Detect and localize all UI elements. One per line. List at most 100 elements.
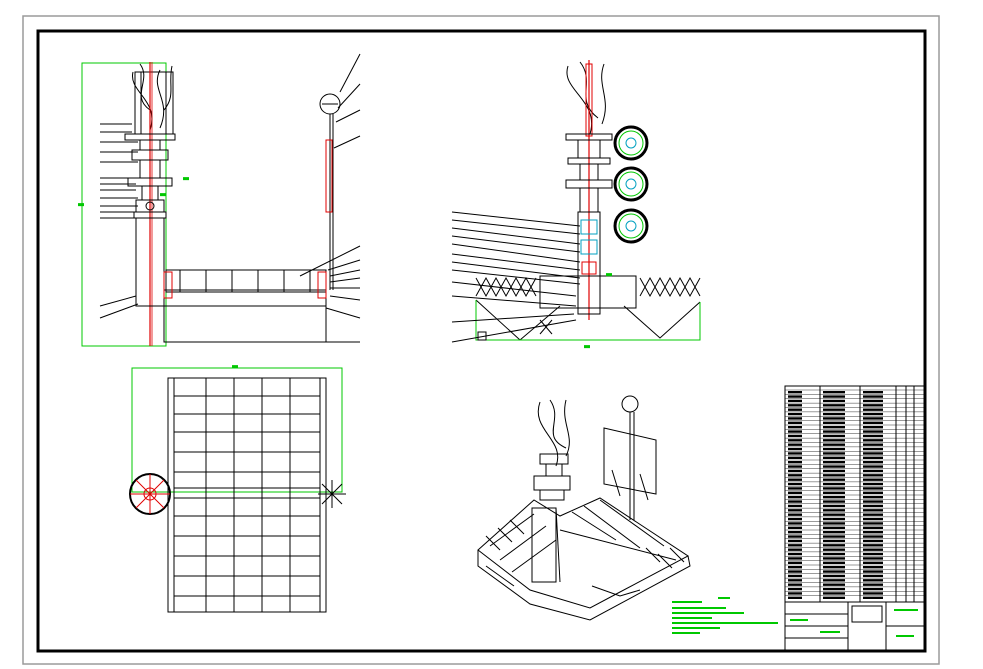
parts-row-text-mark [823, 570, 845, 573]
parts-row-text-mark [863, 552, 883, 556]
parts-row-text-mark [863, 469, 883, 473]
parts-row-text-mark [863, 579, 883, 582]
parts-row-text-mark [823, 452, 845, 455]
parts-row-text-mark [788, 513, 802, 516]
parts-row-text-mark [823, 500, 845, 503]
parts-row-text-mark [788, 461, 802, 464]
parts-row-text-mark [788, 517, 802, 521]
parts-row-text-mark [788, 579, 802, 582]
parts-row-text-mark [863, 500, 883, 503]
parts-row-text-mark [788, 526, 802, 529]
parts-row-text-mark [823, 491, 845, 494]
parts-row-text-mark [823, 474, 845, 477]
parts-row-text-mark [863, 566, 883, 569]
parts-row-text-mark [823, 531, 845, 534]
parts-row-text-mark [788, 465, 802, 468]
parts-row-text-mark [823, 548, 845, 551]
parts-row-text-mark [863, 548, 883, 551]
parts-row-text-mark [863, 583, 883, 586]
parts-row-text-mark [863, 430, 883, 433]
parts-row-text-mark [788, 430, 802, 433]
parts-row-text-mark [823, 513, 845, 516]
parts-row-text-mark [823, 461, 845, 464]
parts-row-text-mark [823, 434, 845, 438]
parts-row-text-mark [788, 552, 802, 556]
parts-row-text-mark [823, 443, 845, 446]
parts-row-text-mark [788, 469, 802, 473]
parts-row-text-mark [788, 417, 802, 420]
parts-row-text-mark [788, 487, 802, 490]
parts-row-text-mark [863, 395, 883, 398]
parts-row-text-mark [823, 430, 845, 433]
parts-row-text-mark [788, 522, 802, 525]
parts-row-text-mark [823, 592, 845, 595]
parts-row-text-mark [788, 531, 802, 534]
parts-row-text-mark [863, 561, 883, 564]
parts-row-text-mark [823, 439, 845, 442]
parts-row-text-mark [863, 412, 883, 416]
parts-row-text-mark [788, 561, 802, 564]
parts-row-text-mark [863, 557, 883, 560]
parts-row-text-mark [863, 487, 883, 490]
parts-row-text-mark [823, 535, 845, 538]
front-dimension-frame [81, 62, 167, 347]
parts-row-text-mark [788, 395, 802, 398]
parts-row-text-mark [863, 452, 883, 455]
parts-row-text-mark [863, 391, 883, 394]
parts-row-text-mark [788, 478, 802, 481]
parts-rows [785, 389, 925, 599]
parts-row-text-mark [823, 566, 845, 569]
parts-row-text-mark [863, 587, 883, 591]
parts-row-text-mark [823, 522, 845, 525]
parts-row-text-mark [863, 447, 883, 451]
parts-row-text-mark [788, 574, 802, 578]
parts-row-text-mark [823, 587, 845, 591]
parts-row-text-mark [823, 421, 845, 424]
parts-row-text-mark [788, 548, 802, 551]
parts-row-text-mark [863, 596, 883, 599]
parts-row-text-mark [823, 426, 845, 429]
parts-row-text-mark [788, 456, 802, 459]
parts-row-text-mark [823, 517, 845, 521]
parts-list [784, 385, 926, 603]
parts-row-text-mark [863, 592, 883, 595]
parts-row-text-mark [788, 426, 802, 429]
parts-row-text-mark [788, 504, 802, 508]
detail-circle-c [613, 208, 649, 244]
parts-row-text-mark [863, 535, 883, 538]
parts-row-text-mark [788, 443, 802, 446]
parts-row-text-mark [823, 561, 845, 564]
parts-row-text-mark [823, 574, 845, 578]
parts-row-text-mark [823, 395, 845, 398]
parts-row-text-mark [788, 447, 802, 451]
parts-row-text-mark [823, 478, 845, 481]
parts-row-text-mark [863, 513, 883, 516]
parts-row-text-mark [863, 570, 883, 573]
parts-row-text-mark [863, 417, 883, 420]
parts-row-text-mark [823, 504, 845, 508]
parts-row-text-mark [788, 482, 802, 486]
parts-row-text-mark [788, 596, 802, 599]
parts-row-text-mark [788, 509, 802, 512]
parts-row-text-mark [863, 539, 883, 543]
parts-row-text-mark [788, 539, 802, 543]
parts-row-text-mark [823, 509, 845, 512]
parts-row-text-mark [863, 461, 883, 464]
plan-view: ■■ [129, 364, 346, 613]
svg-text:■■: ■■ [160, 192, 166, 198]
parts-row-text-mark [788, 399, 802, 403]
parts-row-text-mark [788, 412, 802, 416]
svg-text:■■: ■■ [232, 364, 238, 370]
parts-row-text-mark [823, 583, 845, 586]
parts-row-text-mark [823, 552, 845, 556]
parts-row-text-mark [863, 504, 883, 508]
parts-row-text-mark [788, 557, 802, 560]
parts-row-text-mark [788, 570, 802, 573]
parts-row-text-mark [863, 439, 883, 442]
parts-row-text-mark [863, 474, 883, 477]
svg-text:■■: ■■ [584, 344, 590, 350]
parts-row-text-mark [788, 592, 802, 595]
parts-row-text-mark [863, 404, 883, 407]
parts-row-text-mark [863, 434, 883, 438]
parts-row-text-mark [823, 391, 845, 394]
